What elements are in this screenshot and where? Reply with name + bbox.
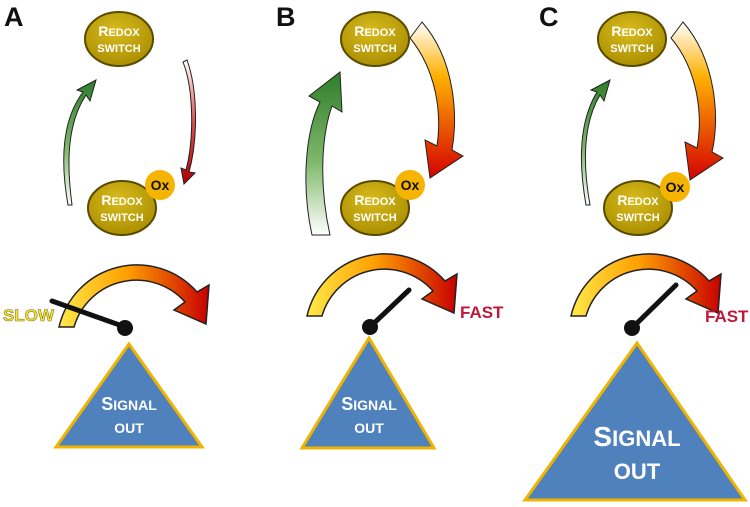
svg-text:SWITCH: SWITCH	[97, 43, 140, 55]
signal-out-triangle: SIGNAL OUT	[522, 340, 748, 502]
svg-text:REDOX: REDOX	[611, 23, 653, 39]
redox-switch-bottom: REDOX SWITCH	[603, 180, 673, 236]
speed-gauge	[306, 253, 458, 335]
gauge-needle	[367, 287, 412, 330]
svg-text:REDOX: REDOX	[354, 23, 396, 39]
panel-letter: A	[4, 2, 24, 32]
panel-c: C REDOX SWITCH REDOX SWITCH Ox FAST	[522, 2, 749, 502]
redox-switch-bottom: REDOX SWITCH	[87, 180, 157, 236]
gauge-pivot	[362, 319, 378, 335]
gauge-needle	[629, 282, 679, 331]
svg-text:Ox: Ox	[666, 179, 685, 195]
speed-label: SLOW	[3, 306, 55, 325]
svg-text:SWITCH: SWITCH	[610, 43, 653, 55]
redox-switch-bottom: REDOX SWITCH	[340, 180, 410, 236]
svg-text:Ox: Ox	[151, 177, 170, 193]
speed-gauge	[570, 253, 722, 336]
oxidation-arrow	[180, 59, 197, 186]
panel-letter: B	[276, 2, 296, 32]
redox-switch-top: REDOX SWITCH	[597, 11, 667, 67]
oxidant-badge: Ox	[660, 172, 690, 202]
gauge-needle	[49, 298, 131, 331]
panel-b: B REDOX SWITCH REDOX SWITCH Ox FAST	[276, 2, 504, 450]
reduction-arrow	[63, 79, 97, 206]
svg-text:SIGNAL: SIGNAL	[341, 394, 397, 414]
svg-text:REDOX: REDOX	[354, 192, 396, 208]
speed-label: FAST	[460, 303, 504, 322]
svg-text:SWITCH: SWITCH	[100, 212, 143, 224]
svg-text:SIGNAL: SIGNAL	[101, 394, 157, 414]
panel-letter: C	[539, 2, 559, 32]
redox-switch-top: REDOX SWITCH	[340, 11, 410, 67]
signal-out-triangle: SIGNAL OUT	[53, 341, 205, 449]
svg-text:REDOX: REDOX	[101, 192, 143, 208]
gauge-pivot	[117, 320, 133, 336]
speed-label: FAST	[705, 307, 749, 326]
svg-text:OUT: OUT	[114, 420, 144, 436]
signal-out-triangle: SIGNAL OUT	[299, 335, 437, 450]
svg-text:OUT: OUT	[614, 459, 661, 484]
svg-text:OUT: OUT	[354, 420, 384, 436]
svg-text:REDOX: REDOX	[98, 23, 140, 39]
redox-switch-top: REDOX SWITCH	[84, 11, 154, 67]
svg-text:SWITCH: SWITCH	[353, 212, 396, 224]
oxidant-badge: Ox	[145, 170, 175, 200]
oxidation-arrow	[409, 21, 464, 179]
reduction-arrow	[580, 79, 611, 206]
svg-text:REDOX: REDOX	[617, 192, 659, 208]
svg-text:Ox: Ox	[401, 177, 420, 193]
svg-text:SWITCH: SWITCH	[353, 43, 396, 55]
speed-gauge	[49, 264, 210, 336]
panel-a: A REDOX SWITCH REDOX SWITCH Ox SLOW	[3, 2, 210, 449]
gauge-pivot	[624, 320, 640, 336]
svg-text:SWITCH: SWITCH	[616, 212, 659, 224]
oxidation-arrow	[670, 21, 724, 181]
svg-text:SIGNAL: SIGNAL	[593, 421, 680, 452]
oxidant-badge: Ox	[395, 170, 425, 200]
reduction-arrow	[305, 71, 343, 236]
